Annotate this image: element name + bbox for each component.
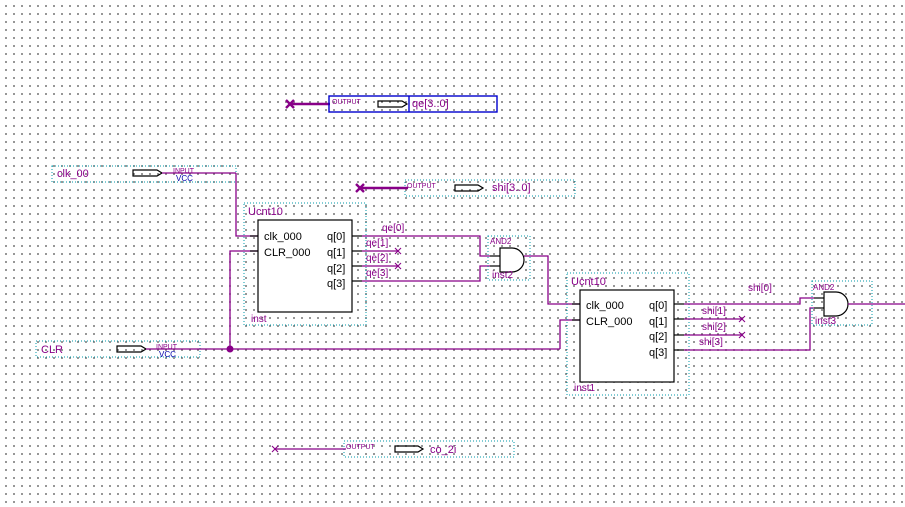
instance-name: inst2 <box>492 270 514 281</box>
instance-name: inst1 <box>574 383 596 394</box>
port-q1: q[1] <box>327 247 345 259</box>
output-pin-type: OUTPUT <box>346 444 376 451</box>
port-q3: q[3] <box>327 278 345 290</box>
port-q1: q[1] <box>649 316 667 328</box>
unconnected-x-icon <box>394 247 402 255</box>
unconnected-x-icon <box>394 262 402 270</box>
port-q2: q[2] <box>649 331 667 343</box>
input-pin-clr[interactable]: CLR INPUT VCC <box>35 340 560 359</box>
port-clk: clk_000 <box>264 231 302 243</box>
net-label-qe1: qe[1] <box>366 238 388 249</box>
selection-box <box>328 95 498 113</box>
instance-outline <box>487 235 531 281</box>
output-pin-qe[interactable]: OUTPUT qe[3..0] <box>285 95 498 113</box>
unconnected-x-icon <box>738 331 746 339</box>
output-pin-label: shi[3..0] <box>492 182 531 194</box>
net-qe3 <box>362 265 490 282</box>
symbol-name: Ucnt10 <box>571 276 606 288</box>
instance-outline <box>243 202 367 326</box>
input-pin-type: INPUT <box>173 168 195 175</box>
output-pin-label: qe[3..0] <box>412 98 449 110</box>
instance-name: inst <box>251 314 267 325</box>
output-pin-label: co_2i <box>430 444 456 456</box>
and-gate-inst2[interactable]: AND2 inst2 <box>487 235 531 281</box>
input-pin-label: clk_00 <box>57 168 89 180</box>
net-label-shi0: shi[0] <box>748 283 772 294</box>
instance-outline <box>566 272 690 396</box>
port-clr: CLR_000 <box>586 316 632 328</box>
net-label-shi1: shi[1] <box>702 306 726 317</box>
net-qe0 <box>362 235 490 257</box>
net-label-qe2: qe[2] <box>366 253 388 264</box>
net-label-qe3: qe[3] <box>366 268 388 279</box>
port-clk: clk_000 <box>586 300 624 312</box>
net-label-shi2: shi[2] <box>702 322 726 333</box>
output-pin-shi[interactable]: OUTPUT shi[3..0] <box>355 179 576 197</box>
output-pin-co[interactable]: OUTPUT co_2i <box>271 440 515 458</box>
gate-type: AND2 <box>813 283 835 292</box>
counter-inst[interactable]: Ucnt10 clk_000 CLR_000 q[0] q[1] q[2] q[… <box>243 202 367 326</box>
port-q0: q[0] <box>649 300 667 312</box>
wire-clk-to-inst <box>235 173 258 237</box>
input-pin-arrow-icon <box>132 169 164 177</box>
port-q0: q[0] <box>327 231 345 243</box>
wire-clr-to-inst <box>229 250 258 349</box>
vcc-tag: VCC <box>176 174 193 183</box>
port-q3: q[3] <box>649 347 667 359</box>
symbol-body <box>579 289 675 383</box>
net-label-qe0: qe[0] <box>382 223 404 234</box>
net-shi0 <box>684 297 814 305</box>
net-label-shi3: shi[3] <box>699 337 723 348</box>
port-clr: CLR_000 <box>264 247 310 259</box>
and-gate-icon <box>823 291 849 317</box>
and-gate-inst3[interactable]: AND2 inst3 <box>811 280 873 327</box>
counter-inst1[interactable]: Ucnt10 clk_000 CLR_000 q[0] q[1] q[2] q[… <box>566 272 690 396</box>
symbol-name: Ucnt10 <box>248 206 283 218</box>
instance-name: inst3 <box>815 316 837 327</box>
port-q2: q[2] <box>327 263 345 275</box>
output-pin-arrow-icon <box>394 445 425 453</box>
symbol-body <box>257 219 353 313</box>
input-pin-type: INPUT <box>156 344 178 351</box>
input-pin-clk[interactable]: clk_00 INPUT VCC <box>51 165 237 183</box>
instance-outline <box>811 280 873 326</box>
and-gate-icon <box>499 247 525 273</box>
output-pin-arrow-icon <box>454 184 485 192</box>
output-pin-arrow-icon <box>377 100 409 108</box>
output-pin-type: OUTPUT <box>407 183 437 190</box>
unconnected-x-icon <box>738 315 746 323</box>
vcc-tag: VCC <box>159 350 176 359</box>
input-pin-label: CLR <box>41 344 63 356</box>
gate-type: AND2 <box>490 237 512 246</box>
output-pin-type: OUTPUT <box>332 99 362 106</box>
input-pin-arrow-icon <box>116 345 148 353</box>
